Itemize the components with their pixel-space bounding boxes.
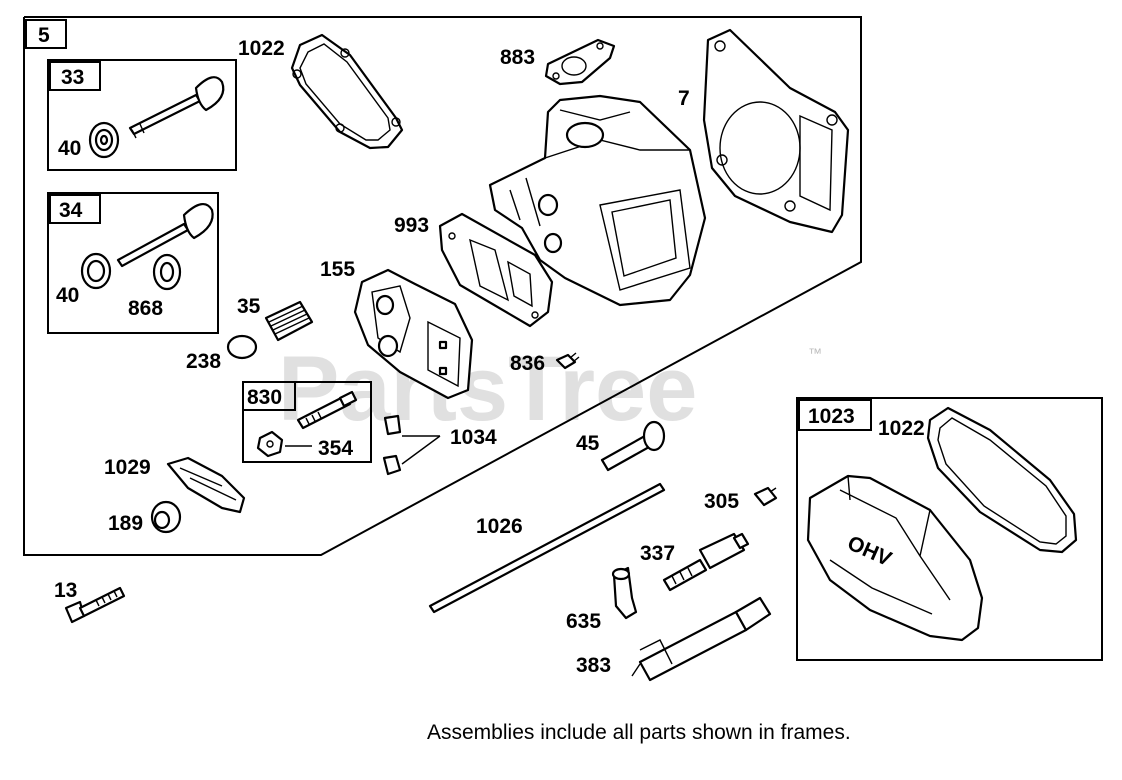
frame-label-33: 33 xyxy=(61,66,84,89)
frame-label-1023: 1023 xyxy=(808,405,855,428)
label-1034[interactable]: 1034 xyxy=(450,426,497,449)
valve-seal-part[interactable] xyxy=(152,253,182,291)
exhaust-valve-part[interactable] xyxy=(128,76,225,139)
retainer-clip-part[interactable] xyxy=(382,414,402,476)
watermark-trademark: ™ xyxy=(808,345,822,361)
valve-cover-gasket-part[interactable] xyxy=(290,33,404,150)
label-1022-cover[interactable]: 1022 xyxy=(878,417,925,440)
mounting-bolt-part[interactable] xyxy=(64,586,126,624)
watermark-text: PartsTree xyxy=(278,338,697,440)
tappet-part[interactable] xyxy=(600,420,666,472)
valve-keeper-part-2[interactable] xyxy=(80,252,112,290)
label-35[interactable]: 35 xyxy=(237,295,261,318)
clip-leader-2 xyxy=(401,435,441,465)
main-assembly-frame xyxy=(23,16,862,556)
cover-screw-part[interactable] xyxy=(753,486,778,507)
intake-valve-part[interactable] xyxy=(116,203,214,268)
label-836[interactable]: 836 xyxy=(510,352,545,375)
label-1029[interactable]: 1029 xyxy=(104,456,151,479)
intake-gasket-part[interactable] xyxy=(544,38,616,86)
label-305[interactable]: 305 xyxy=(704,490,739,513)
label-155[interactable]: 155 xyxy=(320,258,355,281)
footer-note: Assemblies include all parts shown in fr… xyxy=(427,721,851,744)
cover-kit-frame xyxy=(796,397,1103,661)
breather-gasket-part[interactable] xyxy=(438,212,554,328)
valve-cover-gasket-part-2[interactable] xyxy=(926,406,1078,554)
valve-cover-part[interactable]: OHV xyxy=(806,474,984,642)
label-13[interactable]: 13 xyxy=(54,579,77,602)
label-635[interactable]: 635 xyxy=(566,610,601,633)
rocker-nut-part[interactable] xyxy=(256,430,284,458)
label-868[interactable]: 868 xyxy=(128,297,163,320)
label-1022[interactable]: 1022 xyxy=(238,37,285,60)
label-40[interactable]: 40 xyxy=(58,137,81,160)
spark-plug-boot-part[interactable] xyxy=(611,566,638,620)
intake-valve-kit-tag[interactable] xyxy=(49,194,101,224)
label-189[interactable]: 189 xyxy=(108,512,143,535)
valve-cap-part[interactable] xyxy=(226,334,258,360)
stud-kit-tag[interactable] xyxy=(242,381,296,411)
valve-keeper-part[interactable] xyxy=(88,121,120,159)
label-383[interactable]: 383 xyxy=(576,654,611,677)
main-frame-tag xyxy=(25,19,67,49)
label-993[interactable]: 993 xyxy=(394,214,429,237)
rocker-arm-part[interactable] xyxy=(166,456,246,514)
rocker-stud-part[interactable] xyxy=(296,390,358,430)
cylinder-head-part[interactable] xyxy=(488,94,707,307)
label-337[interactable]: 337 xyxy=(640,542,675,565)
frame-label-34: 34 xyxy=(59,199,83,222)
cover-kit-tag[interactable] xyxy=(798,399,872,431)
push-rod-part[interactable] xyxy=(428,482,666,614)
spark-plug-part[interactable] xyxy=(662,532,750,592)
label-883[interactable]: 883 xyxy=(500,46,535,69)
stud-kit-frame xyxy=(242,381,372,463)
label-7[interactable]: 7 xyxy=(678,87,690,110)
intake-valve-kit-frame xyxy=(47,192,219,334)
label-238[interactable]: 238 xyxy=(186,350,221,373)
frame-label-830: 830 xyxy=(247,386,282,409)
exhaust-valve-kit-tag[interactable] xyxy=(49,61,101,91)
cylinder-head-gasket-part[interactable] xyxy=(702,28,850,234)
frame-label-5: 5 xyxy=(38,24,50,47)
rocker-bushing-part[interactable] xyxy=(150,500,182,534)
label-354[interactable]: 354 xyxy=(318,437,353,460)
spark-plug-wrench-part[interactable] xyxy=(631,596,772,682)
exhaust-valve-kit-frame xyxy=(47,59,237,171)
valve-spring-part[interactable] xyxy=(264,300,314,342)
label-45[interactable]: 45 xyxy=(576,432,600,455)
label-40-intake[interactable]: 40 xyxy=(56,284,79,307)
breather-plate-part[interactable] xyxy=(353,268,474,400)
breather-screw-part[interactable] xyxy=(555,352,580,370)
label-1026[interactable]: 1026 xyxy=(476,515,523,538)
